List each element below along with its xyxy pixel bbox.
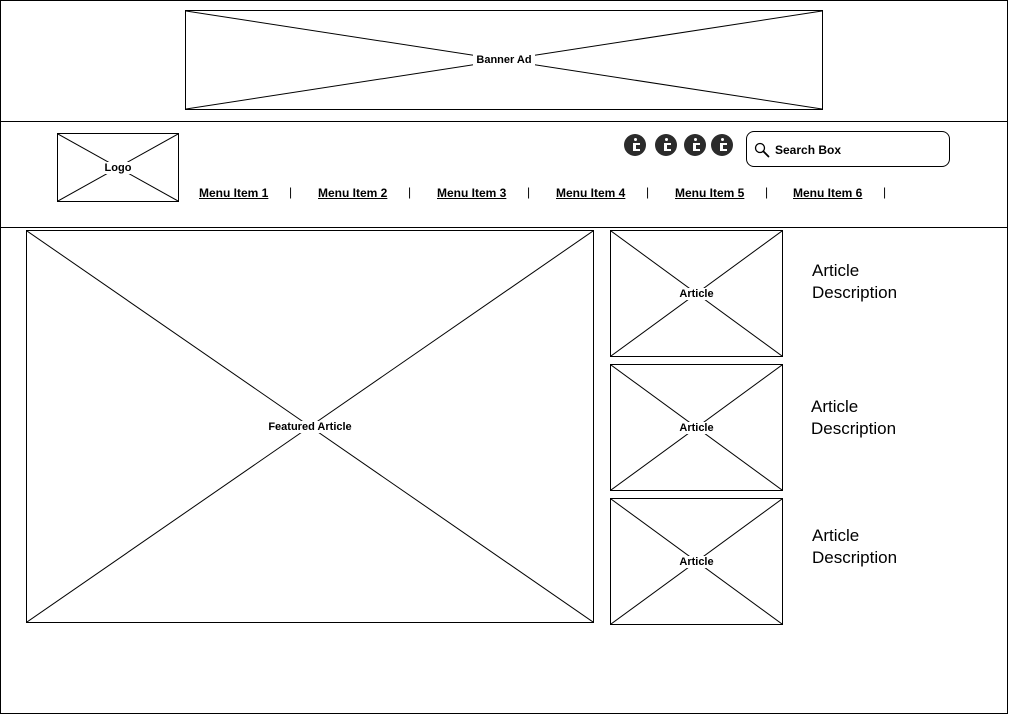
- menu-item-5[interactable]: Menu Item 5: [675, 186, 745, 200]
- article-label: Article: [611, 555, 782, 569]
- menu-item-3[interactable]: Menu Item 3: [437, 186, 507, 200]
- search-input[interactable]: [773, 140, 947, 160]
- menu-separator: |: [408, 185, 412, 199]
- banner-ad-label: Banner Ad: [186, 53, 822, 67]
- article-label: Article: [611, 287, 782, 301]
- menu-item-6[interactable]: Menu Item 6: [793, 186, 863, 200]
- article-description-line: Article: [811, 397, 859, 416]
- banner-ad[interactable]: Banner Ad: [185, 10, 823, 110]
- article-thumbnail-2[interactable]: Article: [610, 364, 783, 491]
- article-thumbnail-3[interactable]: Article: [610, 498, 783, 625]
- menu-item-1[interactable]: Menu Item 1: [199, 186, 269, 200]
- info-icon[interactable]: [655, 134, 677, 156]
- article-description-line: Description: [812, 283, 898, 302]
- article-description-line: Description: [812, 548, 898, 567]
- info-icon[interactable]: [711, 134, 733, 156]
- article-thumbnail-1[interactable]: Article: [610, 230, 783, 357]
- article-description-line: Description: [811, 419, 897, 438]
- menu-item-2[interactable]: Menu Item 2: [318, 186, 388, 200]
- menu-separator: |: [765, 185, 769, 199]
- menu-separator: |: [646, 185, 650, 199]
- article-description-1[interactable]: Article Description: [812, 260, 897, 304]
- logo-label: Logo: [58, 161, 178, 175]
- menu-separator: |: [883, 185, 887, 199]
- logo[interactable]: Logo: [57, 133, 179, 202]
- info-icon[interactable]: [684, 134, 706, 156]
- article-description-2[interactable]: Article Description: [811, 396, 896, 440]
- article-description-line: Article: [812, 526, 860, 545]
- article-label: Article: [611, 421, 782, 435]
- menu-item-4[interactable]: Menu Item 4: [556, 186, 626, 200]
- featured-article[interactable]: Featured Article: [26, 230, 594, 623]
- info-icon[interactable]: [624, 134, 646, 156]
- menu-separator: |: [289, 185, 293, 199]
- article-description-3[interactable]: Article Description: [812, 525, 897, 569]
- search-box[interactable]: [746, 131, 950, 167]
- search-icon: [754, 142, 770, 158]
- featured-article-label: Featured Article: [27, 420, 593, 434]
- header-section: [0, 121, 1008, 228]
- menu-separator: |: [527, 185, 531, 199]
- article-description-line: Article: [812, 261, 860, 280]
